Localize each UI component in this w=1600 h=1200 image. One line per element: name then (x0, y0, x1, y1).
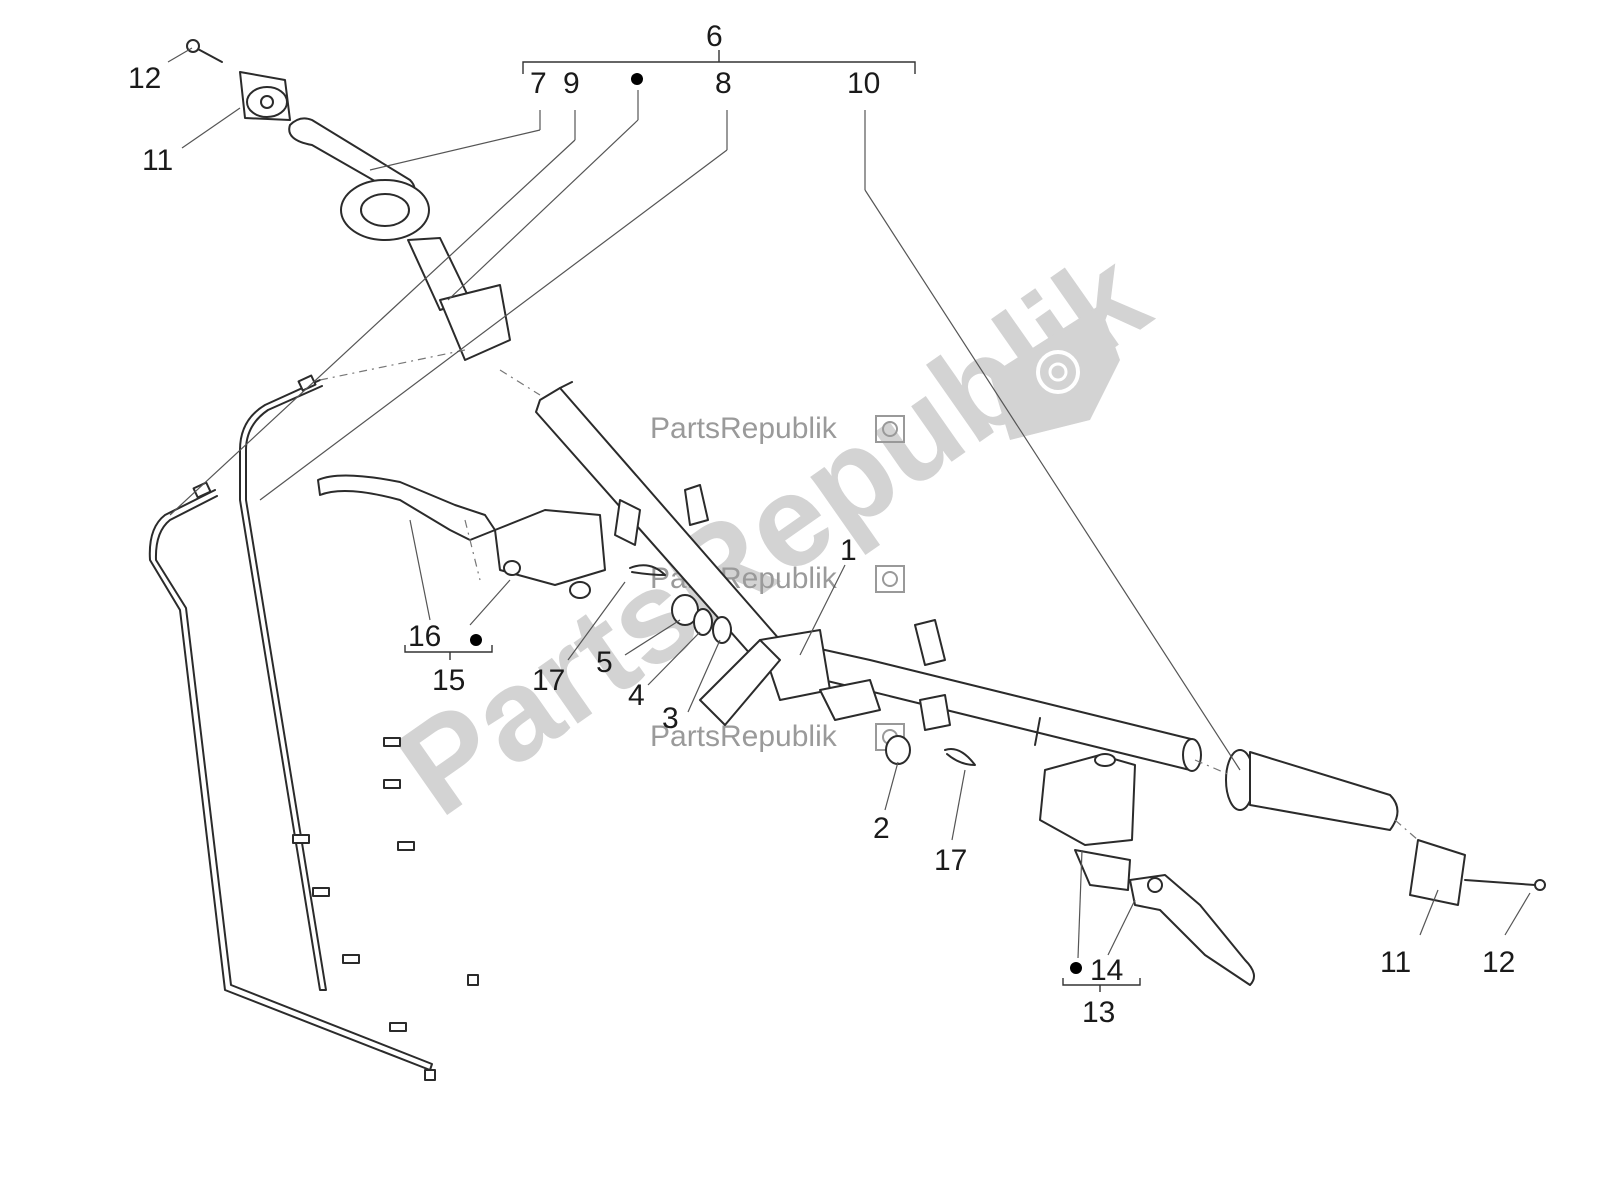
bullet-dot (1070, 962, 1082, 974)
watermark-small-3: PartsRepublik (650, 720, 905, 753)
svg-text:PartsRepublik: PartsRepublik (650, 412, 838, 445)
callout-16: 16 (408, 620, 441, 653)
bullet-dot (631, 73, 643, 85)
watermark-logo-flag (990, 305, 1120, 440)
callout-12-right: 12 (1482, 946, 1515, 979)
left-grip-assembly (186, 39, 511, 361)
svg-text:PartsRepublik: PartsRepublik (650, 720, 838, 753)
gear-icon (882, 421, 898, 437)
gear-icon (1036, 350, 1080, 394)
handlebar-tube (535, 381, 1202, 772)
reference-dots (470, 73, 1082, 974)
callout-8: 8 (715, 67, 732, 100)
callout-6: 6 (706, 20, 723, 53)
callout-14: 14 (1090, 954, 1123, 987)
callout-12-left: 12 (128, 62, 161, 95)
callout-10: 10 (847, 67, 880, 100)
callout-17-left: 17 (532, 664, 565, 697)
callout-15: 15 (432, 664, 465, 697)
bullet-dot (470, 634, 482, 646)
callout-11-left: 11 (142, 144, 173, 177)
callout-17-right: 17 (934, 844, 967, 877)
throttle-cables (148, 374, 479, 1081)
callout-13: 13 (1082, 996, 1115, 1029)
right-brake-lever (1039, 753, 1255, 986)
callout-2: 2 (873, 812, 890, 845)
callout-labels: 6 7 9 8 10 12 11 16 15 17 5 4 3 1 2 17 1… (128, 20, 1515, 1029)
callout-7: 7 (530, 67, 547, 100)
callout-3: 3 (662, 702, 679, 735)
callout-1: 1 (840, 534, 857, 567)
spring-clips (629, 564, 976, 766)
gear-icon (882, 571, 898, 587)
alignment-lines (319, 349, 1419, 841)
leader-lines (167, 47, 1531, 959)
watermark-small-1: PartsRepublik (650, 412, 905, 445)
group-brackets (404, 50, 1141, 992)
callout-11-right: 11 (1380, 946, 1411, 979)
callout-4: 4 (628, 679, 645, 712)
callout-9: 9 (563, 67, 580, 100)
callout-5: 5 (596, 646, 613, 679)
left-brake-lever (317, 474, 606, 599)
right-grip-assembly (1225, 749, 1546, 906)
